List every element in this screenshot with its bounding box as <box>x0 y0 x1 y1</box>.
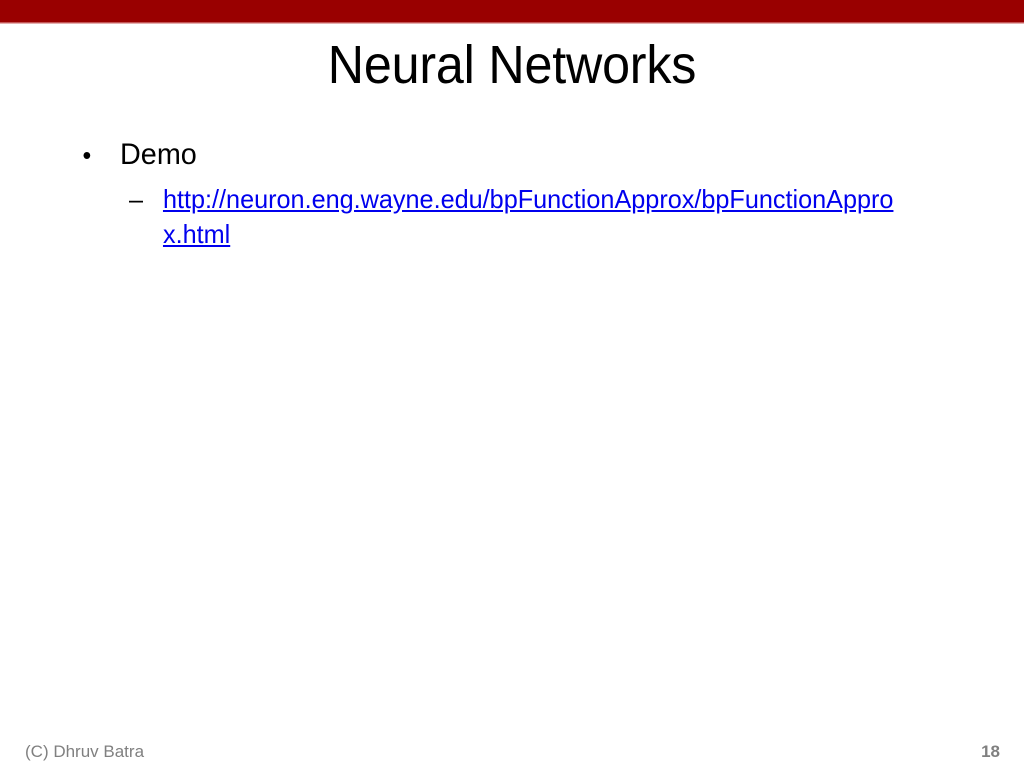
header-accent-bar-edge <box>0 22 1024 24</box>
footer-credit: (C) Dhruv Batra <box>25 742 145 761</box>
sub-bullet-item-demo-link: – http://neuron.eng.wayne.edu/bpFunction… <box>0 182 993 252</box>
sub-bullet-dash-icon: – <box>129 184 144 214</box>
page-number: 18 <box>981 742 1000 761</box>
bullet-marker-icon: • <box>82 140 92 170</box>
demo-url-link[interactable]: http://neuron.eng.wayne.edu/bpFunctionAp… <box>162 184 894 249</box>
page-title: Neural Networks <box>327 35 697 95</box>
bullet-item-demo: • Demo <box>0 136 983 174</box>
bullet-item-label: Demo <box>120 138 197 171</box>
slide-body: • Demo – http://neuron.eng.wayne.edu/bpF… <box>0 136 1024 252</box>
header-accent-bar <box>0 0 1024 22</box>
